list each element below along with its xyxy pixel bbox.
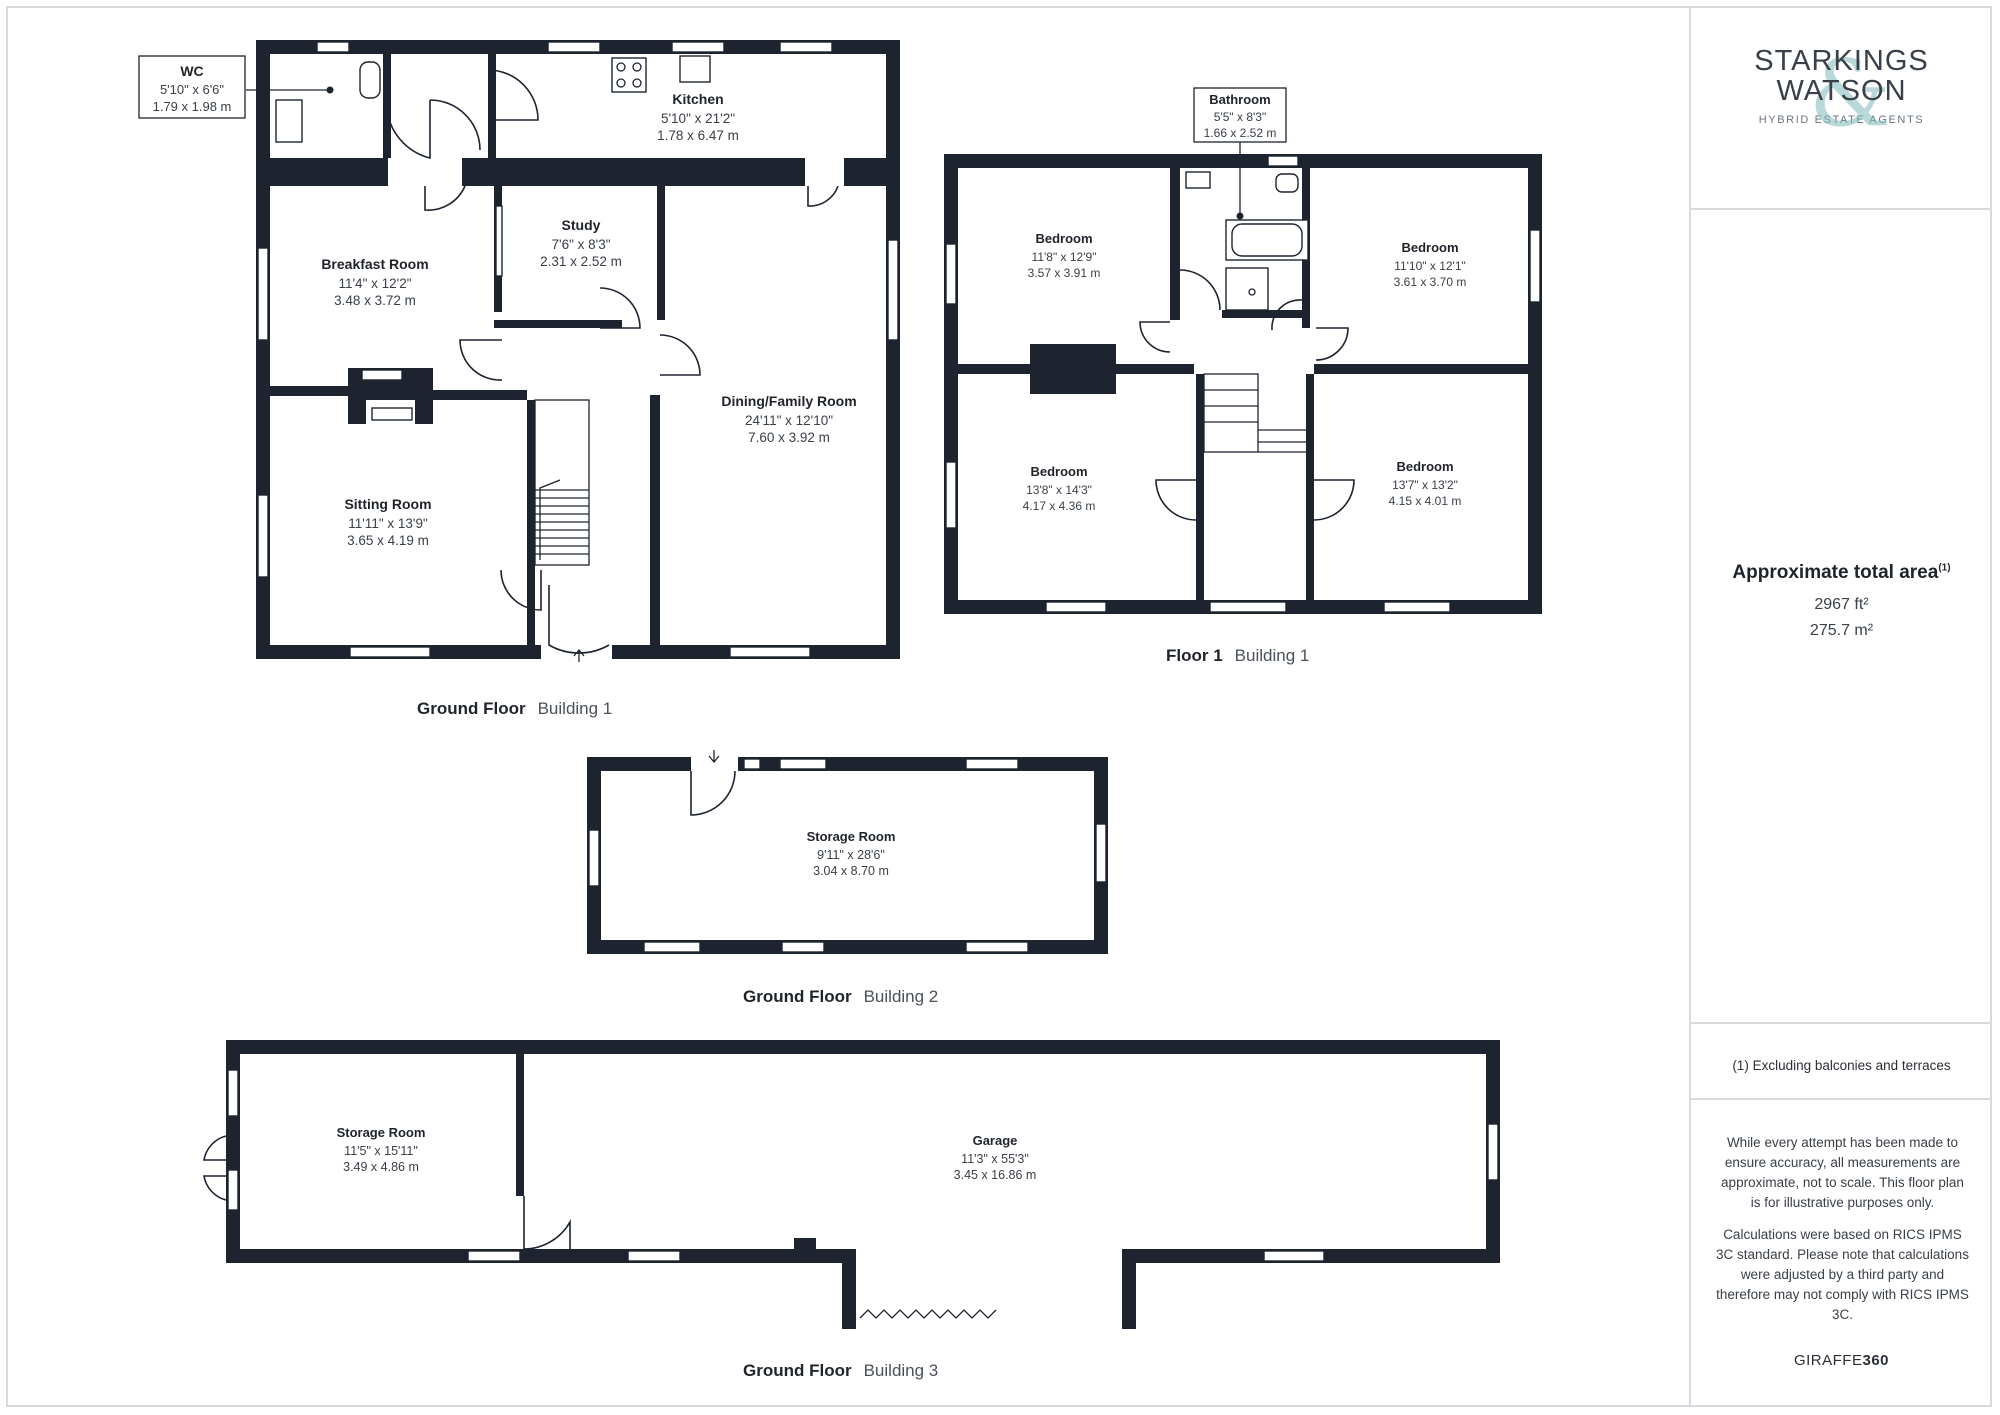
giraffe360-brand: GIRAFFE360 [1793,1352,1890,1369]
logo-tagline: HYBRID ESTATE AGENTS [1758,114,1925,126]
garage-name: Garage [973,1133,1018,1148]
bedroom-1-metric: 3.57 x 3.91 m [1028,266,1101,280]
kitchen-imperial: 5'10" x 21'2" [661,111,735,126]
b2-storage-room-name: Storage Room [807,829,896,844]
b2-storage-room-metric: 3.04 x 8.70 m [813,864,889,878]
sitting-room-metric: 3.65 x 4.19 m [347,533,429,548]
logo-line-1: STARKINGS [1754,45,1929,77]
ground-building2-plan [587,750,1108,954]
bedroom-1-imperial: 11'8" x 12'9" [1032,250,1097,264]
breakfast-room-imperial: 11'4" x 12'2" [338,276,411,291]
dining-room-metric: 7.60 x 3.92 m [748,430,830,445]
bedroom-3-metric: 4.17 x 4.36 m [1023,499,1096,513]
study-name: Study [562,217,601,233]
bedroom-4-metric: 4.15 x 4.01 m [1389,494,1462,508]
area-sqft: 2967 ft² [1814,596,1869,613]
b3-storage-room-metric: 3.49 x 4.86 m [343,1160,419,1174]
sitting-room-name: Sitting Room [344,496,431,512]
sidebar-divider-2 [1691,1022,1992,1024]
bedroom-4-name: Bedroom [1396,459,1453,474]
bedroom-3-name: Bedroom [1030,464,1087,479]
study-metric: 2.31 x 2.52 m [540,254,622,269]
disclaimer: While every attempt has been made to ens… [1715,1133,1970,1337]
area-title: Approximate total area(1) [1732,562,1951,583]
kitchen-metric: 1.78 x 6.47 m [657,128,739,143]
ground-building1-plan [138,40,900,662]
bathroom-name: Bathroom [1209,92,1270,107]
b3-storage-room-name: Storage Room [337,1125,426,1140]
b2-storage-room-imperial: 9'11" x 28'6" [817,848,885,862]
breakfast-room-metric: 3.48 x 3.72 m [334,293,416,308]
bedroom-3-imperial: 13'8" x 14'3" [1026,483,1092,497]
b3-storage-room-imperial: 11'5" x 15'11" [344,1144,418,1158]
logo-ampersand: & [1809,40,1891,147]
page-frame [6,6,1992,1407]
bedroom-2-imperial: 11'10" x 12'1" [1394,259,1466,273]
sidebar-divider-3 [1691,1098,1992,1100]
bedroom-2-name: Bedroom [1401,240,1458,255]
ground-building3-plan [203,1040,1500,1329]
wc-name: WC [180,63,203,79]
dining-room-imperial: 24'11" x 12'10" [745,413,833,428]
area-sqm: 275.7 m² [1809,622,1874,639]
kitchen-name: Kitchen [672,91,723,107]
breakfast-room-name: Breakfast Room [321,256,428,272]
disclaimer-ipms: Calculations were based on RICS IPMS 3C … [1716,1227,1969,1322]
bathroom-imperial: 5'5" x 8'3" [1214,110,1266,124]
garage-metric: 3.45 x 16.86 m [954,1168,1037,1182]
bathroom-metric: 1.66 x 2.52 m [1204,126,1277,140]
wc-metric: 1.79 x 1.98 m [153,99,232,114]
bedroom-1-name: Bedroom [1035,231,1092,246]
dining-room-name: Dining/Family Room [721,393,856,409]
floor1-building1-plan [944,87,1542,614]
disclaimer-accuracy: While every attempt has been made to ens… [1721,1135,1964,1210]
sidebar-divider-1 [1691,208,1992,210]
company-logo: & STARKINGS WATSON HYBRID ESTATE AGENTS [1691,40,1992,147]
logo-line-2: WATSON [1776,75,1907,107]
bedroom-2-metric: 3.61 x 3.70 m [1394,275,1467,289]
study-imperial: 7'6" x 8'3" [551,237,610,252]
area-footnote: (1) Excluding balconies and terraces [1732,1058,1951,1073]
sitting-room-imperial: 11'11" x 13'9" [348,516,428,531]
garage-imperial: 11'3" x 55'3" [961,1152,1029,1166]
wc-imperial: 5'10" x 6'6" [160,82,224,97]
info-sidebar: & STARKINGS WATSON HYBRID ESTATE AGENTS … [1689,6,1992,1407]
bedroom-4-imperial: 13'7" x 13'2" [1392,478,1458,492]
total-area-block: Approximate total area(1) 2967 ft² 275.7… [1691,562,1992,640]
